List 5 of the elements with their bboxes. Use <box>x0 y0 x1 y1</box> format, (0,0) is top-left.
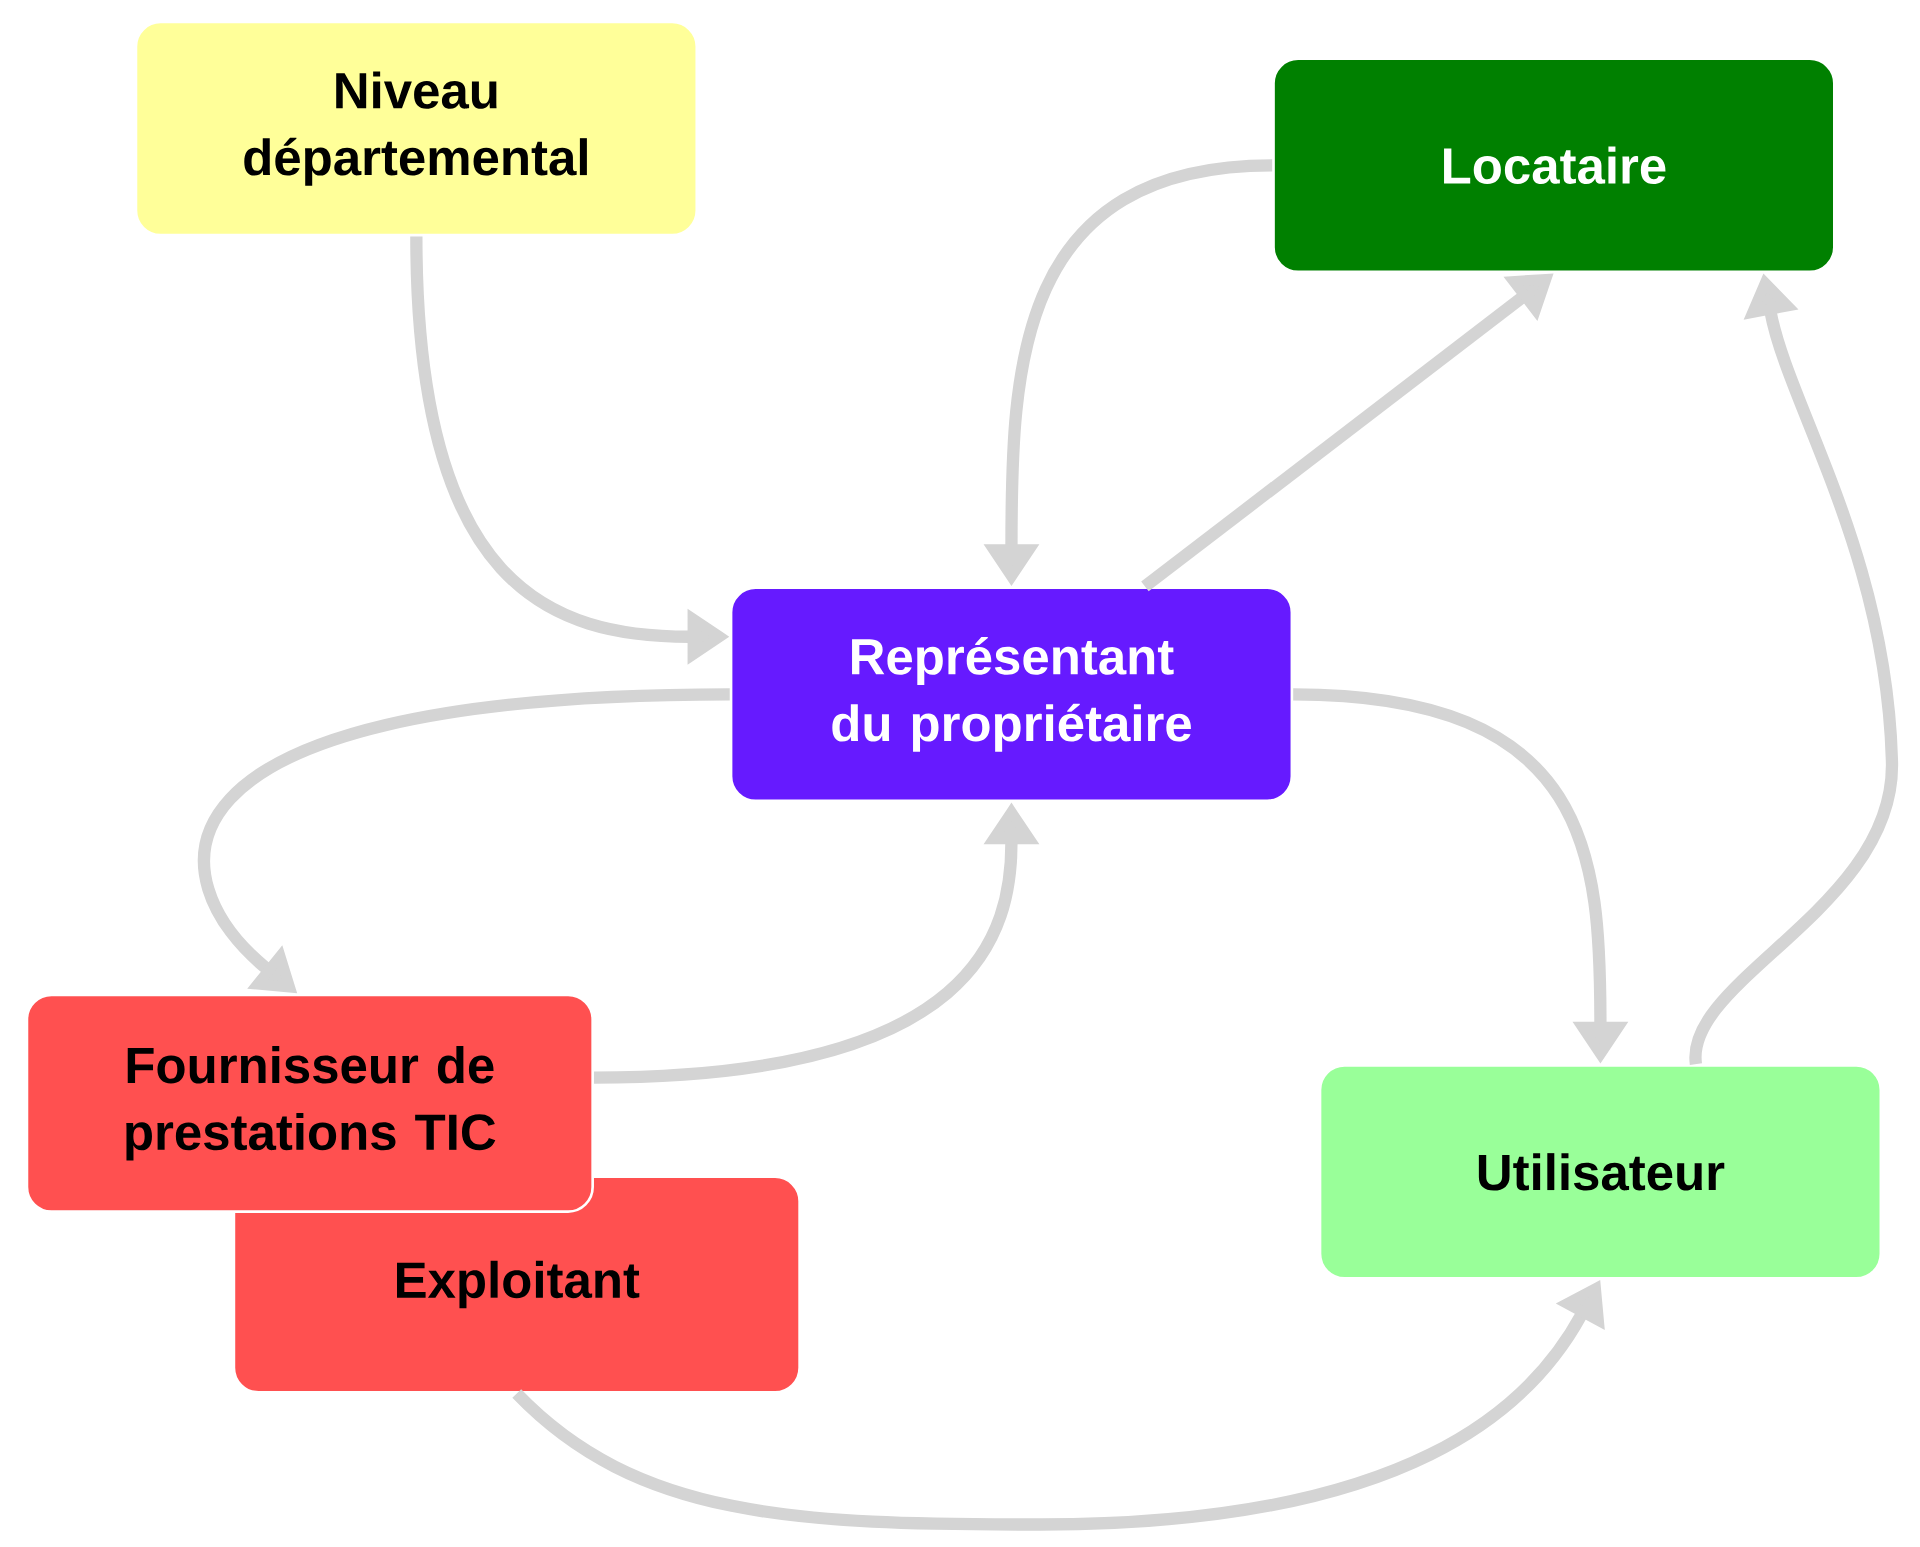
process-box: Utilisateur <box>1318 1064 1883 1280</box>
process-box: Fournisseur de prestations TIC <box>25 993 594 1214</box>
process-box: Représentant du propriétaire <box>729 586 1294 803</box>
process-box: Locataire <box>1272 57 1836 274</box>
process-box: Niveau départemental <box>134 20 699 237</box>
